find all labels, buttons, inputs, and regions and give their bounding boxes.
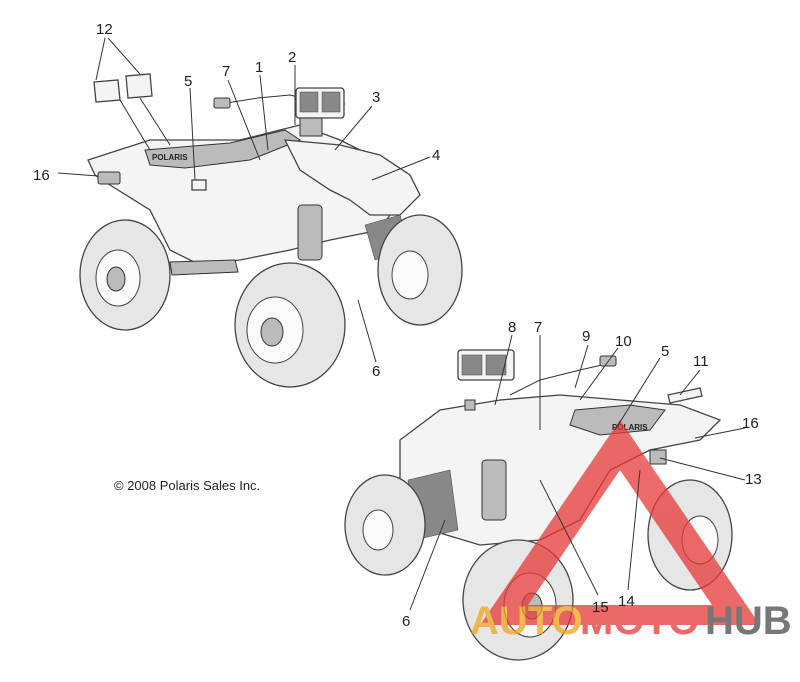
callout-top-6: 6: [372, 363, 380, 380]
front-left-wheel-bottom: [344, 474, 426, 576]
callout-bottom-8: 8: [508, 319, 516, 336]
callout-top-4: 4: [432, 147, 440, 164]
callouts-top: 12 7 1 2 3 5 4 16 6: [33, 21, 440, 380]
callout-bottom-13: 13: [745, 471, 762, 488]
rear-wheel-top: [79, 219, 171, 331]
callouts-bottom: 8 7 9 10 5 11 16 13 6 15 14: [402, 319, 762, 630]
watermark-auto: AUTO: [470, 599, 583, 643]
callout-bottom-16: 16: [742, 415, 759, 432]
callout-top-7: 7: [222, 63, 230, 80]
front-wheel-top: [234, 262, 346, 388]
polaris-logo-top: POLARIS: [152, 153, 188, 162]
callout-top-2: 2: [288, 49, 296, 66]
leader-lines: [57, 37, 746, 611]
callout-top-1: 1: [255, 59, 263, 76]
polaris-logo-bottom: POLARIS: [612, 423, 648, 432]
callout-bottom-15: 15: [592, 599, 609, 616]
callout-bottom-7: 7: [534, 319, 542, 336]
watermark-hub: HUB: [705, 599, 792, 643]
callout-bottom-14: 14: [618, 593, 635, 610]
callout-top-3: 3: [372, 89, 380, 106]
callout-bottom-9: 9: [582, 328, 590, 345]
callout-bottom-11: 11: [693, 353, 709, 370]
automotohub-watermark: AUTO MOTO HUB: [470, 420, 792, 643]
callout-bottom-5: 5: [661, 343, 669, 360]
watermark-moto: MOTO: [580, 599, 699, 643]
atv-top-view: POLARIS: [79, 73, 463, 388]
callout-top-12: 12: [96, 21, 113, 38]
callout-bottom-6: 6: [402, 613, 410, 630]
callout-top-16: 16: [33, 167, 50, 184]
copyright-text: © 2008 Polaris Sales Inc.: [114, 478, 260, 493]
callout-top-5: 5: [184, 73, 192, 90]
front-right-wheel-top: [377, 214, 463, 326]
callout-bottom-10: 10: [615, 333, 632, 350]
watermark-triangle: [480, 420, 760, 625]
